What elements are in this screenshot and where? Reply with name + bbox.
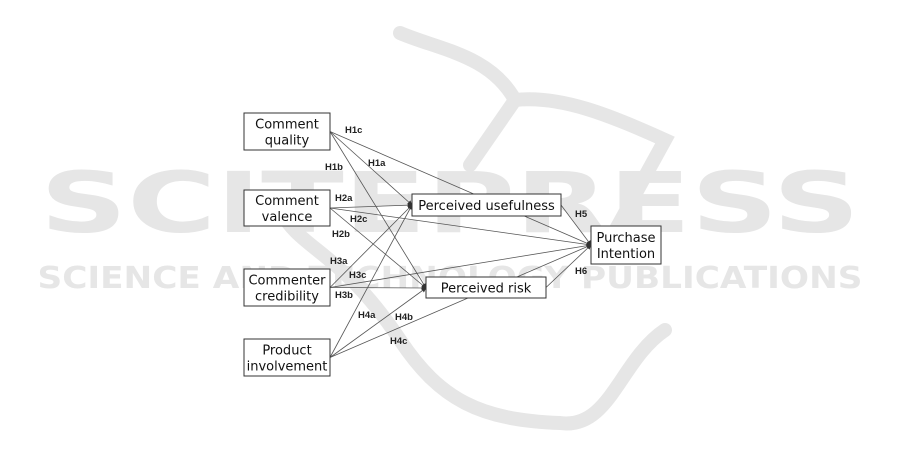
hypothesis-label-h1b: H1b [325, 162, 343, 173]
hypothesis-label-h4a: H4a [358, 310, 376, 321]
hypothesis-label-h3c: H3c [349, 270, 366, 281]
node-label: Comment [255, 194, 319, 209]
node-label: Commenter [248, 274, 326, 289]
hypothesis-label-h6: H6 [575, 266, 587, 277]
node-label: Perceived risk [441, 282, 532, 297]
hypothesis-label-h2a: H2a [335, 193, 353, 204]
edge-credibility-to-risk [330, 288, 426, 289]
watermark: SCITEPRESS SCIENCE AND TECHNOLOGY PUBLIC… [38, 33, 863, 423]
hypothesis-label-h3a: H3a [330, 256, 348, 267]
hypothesis-label-h3b: H3b [335, 290, 353, 301]
hypothesis-label-h2b: H2b [332, 229, 350, 240]
node-label: quality [265, 134, 310, 149]
node-label: Purchase [596, 231, 655, 246]
hypothesis-label-h2c: H2c [350, 214, 367, 225]
hypothesis-label-h1a: H1a [368, 158, 386, 169]
node-usefulness: Perceived usefulness [412, 194, 561, 216]
node-label: involvement [247, 360, 328, 375]
node-label: credibility [255, 290, 319, 305]
node-label: Product [262, 344, 311, 359]
node-risk: Perceived risk [426, 277, 546, 298]
hypothesis-label-h5: H5 [575, 209, 588, 220]
hypothesis-label-h4b: H4b [395, 312, 413, 323]
node-label: Intention [597, 247, 655, 262]
node-label: valence [262, 210, 313, 225]
hypothesis-label-h4c: H4c [390, 336, 407, 347]
node-label: Comment [255, 118, 319, 133]
hypothesis-label-h1c: H1c [345, 125, 362, 136]
node-label: Perceived usefulness [418, 199, 555, 214]
